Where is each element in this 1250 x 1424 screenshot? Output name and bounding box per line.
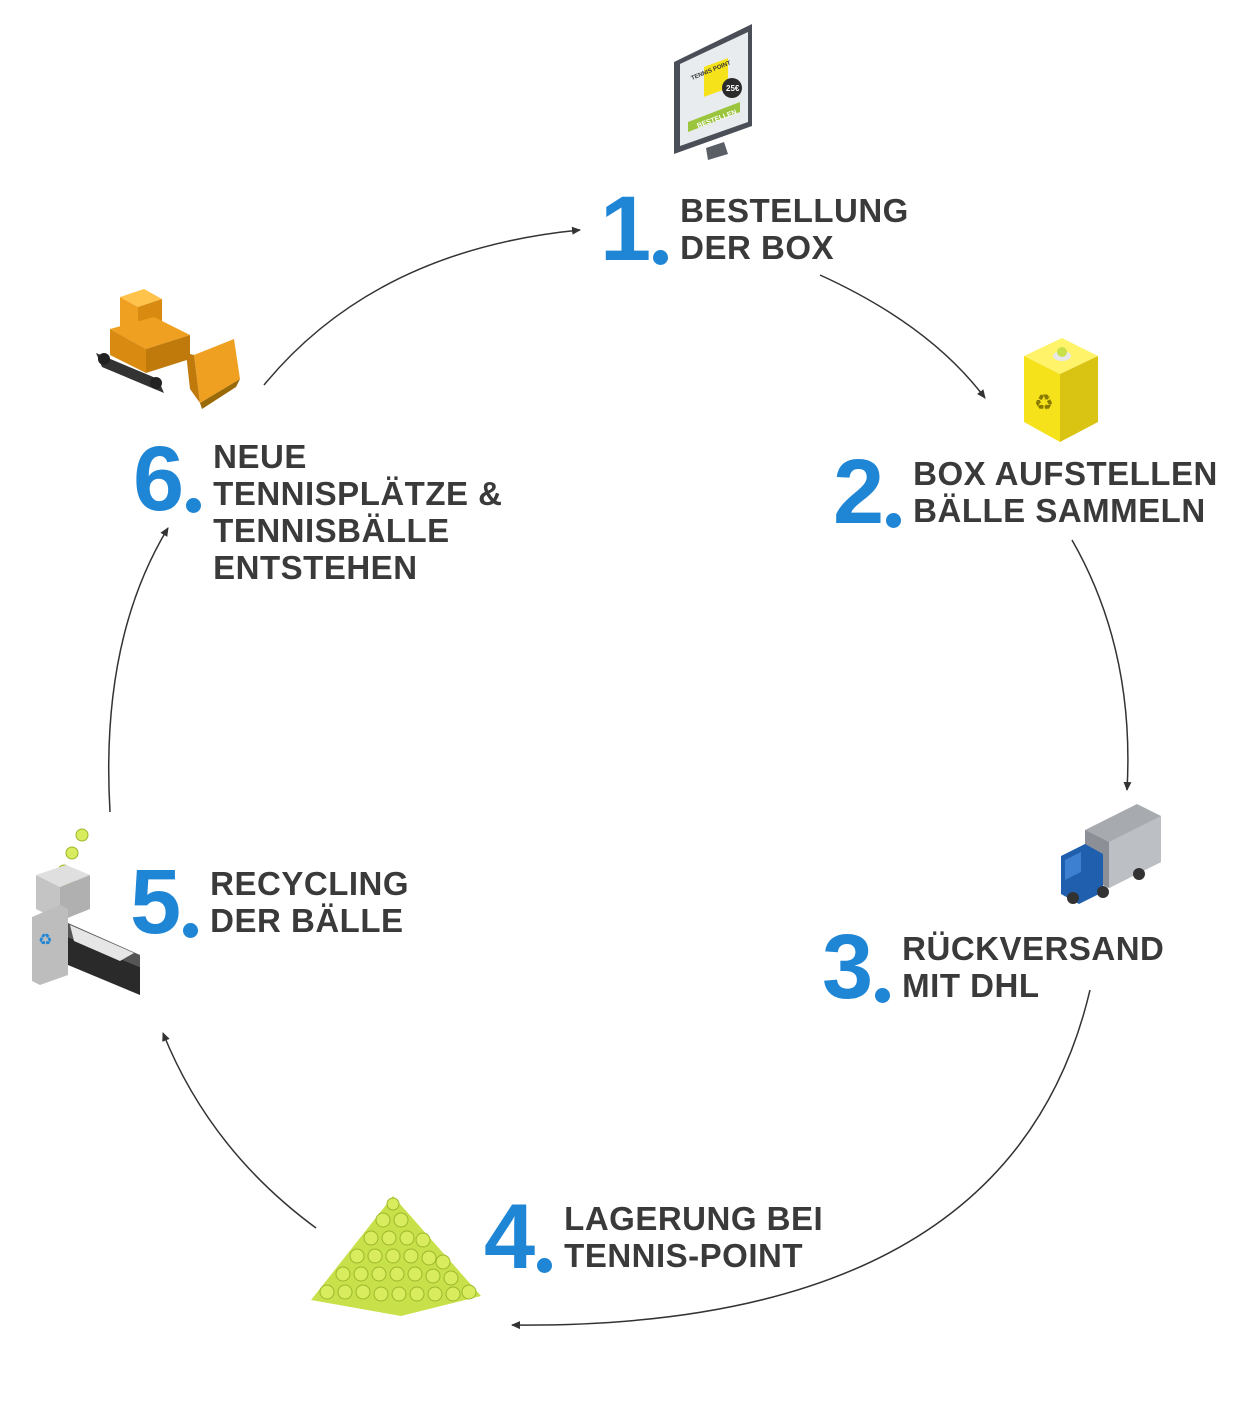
step-number-dot (875, 988, 891, 1004)
step-label-line: BÄLLE SAMMELN (913, 492, 1206, 529)
step-6: 6 NEUE TENNISPLÄTZE & TENNISBÄLLE ENTSTE… (133, 428, 503, 586)
step-label: BOX AUFSTELLEN BÄLLE SAMMELN (913, 455, 1218, 529)
step-3: 3 RÜCKVERSAND MIT DHL (822, 916, 1164, 1018)
step-number: 4 (484, 1186, 535, 1288)
step-label-line: ENTSTEHEN (213, 549, 418, 586)
svg-text:♻: ♻ (1034, 391, 1054, 416)
step-number: 2 (833, 441, 884, 543)
step-number: 3 (822, 916, 873, 1018)
recycling-box-icon: ♻ (1024, 338, 1098, 442)
arrow-6-to-1 (263, 226, 581, 386)
step-5: 5 RECYCLING DER BÄLLE (130, 851, 409, 953)
arrow-2-to-3 (1071, 539, 1132, 791)
step-4: 4 LAGERUNG BEI TENNIS-POINT (484, 1186, 823, 1288)
bulldozer-icon (96, 289, 240, 409)
step-label-line: DER BÄLLE (210, 902, 404, 939)
monitor-price: 25€ (726, 84, 740, 93)
step-label-line: RECYCLING (210, 865, 410, 902)
step-label-line: TENNISPLÄTZE & (213, 475, 503, 512)
arrow-5-to-6 (107, 527, 169, 813)
step-label-line: NEUE (213, 438, 307, 475)
step-number-dot (886, 513, 902, 529)
step-label: RECYCLING DER BÄLLE (210, 865, 409, 939)
step-label-line: TENNISBÄLLE (213, 512, 450, 549)
svg-text:♻: ♻ (38, 930, 52, 949)
arrow-3-to-4 (511, 989, 1091, 1330)
step-label-line: BOX AUFSTELLEN (913, 455, 1218, 492)
step-label-line: LAGERUNG BEI (564, 1200, 824, 1237)
step-label-line: RÜCKVERSAND (902, 930, 1165, 967)
step-label: NEUE TENNISPLÄTZE & TENNISBÄLLE ENTSTEHE… (213, 438, 502, 586)
step-number: 1 (600, 178, 651, 280)
step-2: 2 BOX AUFSTELLEN BÄLLE SAMMELN (833, 441, 1218, 543)
arrow-1-to-2 (819, 274, 986, 399)
step-1: 1 BESTELLUNG DER BOX (600, 178, 909, 280)
step-label-line: BESTELLUNG (680, 192, 909, 229)
step-number: 6 (133, 428, 184, 530)
monitor-icon: 25€ TENNIS POINT BESTELLEN (674, 24, 752, 160)
step-label-line: TENNIS-POINT (564, 1237, 804, 1274)
step-number-dot (183, 923, 199, 939)
shredder-machine-icon: ♻ (32, 828, 140, 995)
truck-icon (1061, 804, 1161, 904)
step-number: 5 (130, 851, 181, 953)
tennis-ball-pile-icon (311, 1196, 481, 1316)
step-label: LAGERUNG BEI TENNIS-POINT (564, 1200, 823, 1274)
step-label: RÜCKVERSAND MIT DHL (902, 930, 1164, 1004)
step-label: BESTELLUNG DER BOX (680, 192, 909, 266)
step-number-dot (186, 498, 202, 513)
arrow-4-to-5 (162, 1032, 317, 1229)
step-number-dot (653, 250, 669, 266)
step-number-dot (537, 1258, 553, 1274)
step-label-line: MIT DHL (902, 967, 1040, 1004)
step-label-line: DER BOX (680, 229, 835, 266)
